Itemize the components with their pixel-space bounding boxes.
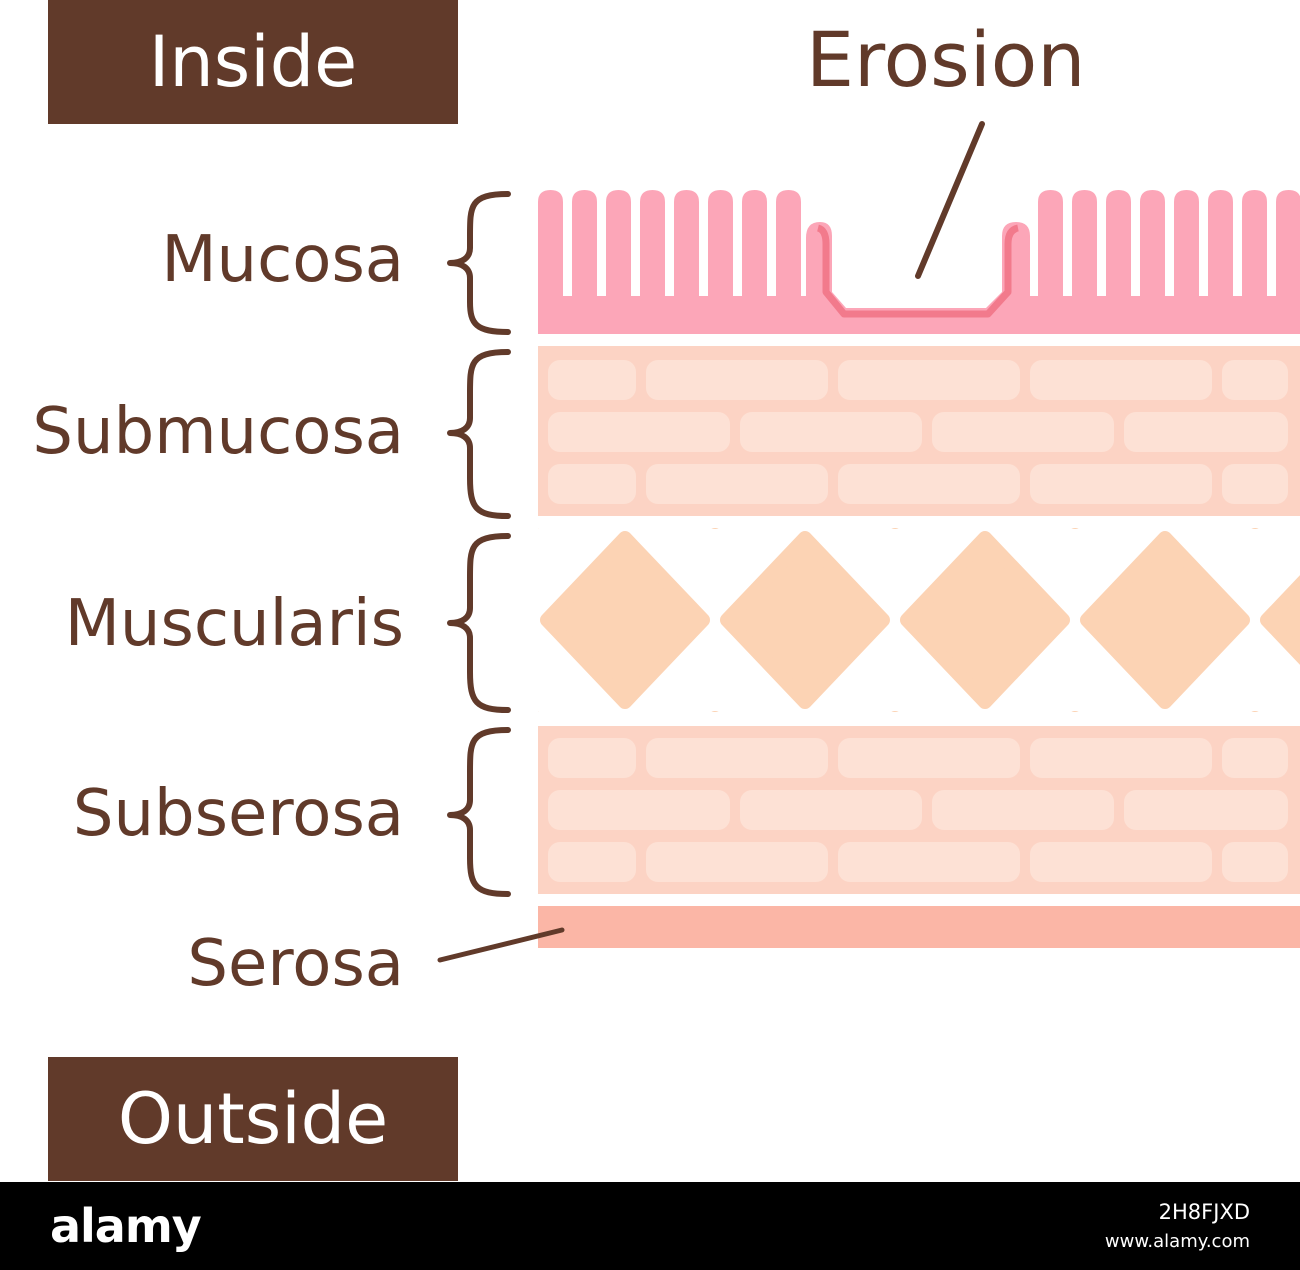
- erosion-pointer-line: [915, 121, 985, 279]
- tissue-cell: [932, 412, 1114, 452]
- subserosa-label: Subserosa: [72, 777, 404, 851]
- tissue-cell: [646, 738, 828, 778]
- muscularis-cells: [367, 528, 1300, 712]
- tissue-cell: [1030, 842, 1212, 882]
- submucosa-cells: [548, 360, 1288, 504]
- submucosa-layer: [538, 346, 1300, 516]
- tissue-cell: [548, 412, 730, 452]
- muscle-cell: [1260, 575, 1300, 665]
- erosion-edge: [816, 224, 1019, 318]
- outside-label: Outside: [117, 1078, 389, 1160]
- muscularis-brace: [447, 533, 511, 713]
- mucosa-label: Mucosa: [161, 223, 404, 297]
- footer-site: www.alamy.com: [1104, 1231, 1250, 1253]
- serosa-label: Serosa: [187, 927, 404, 1001]
- layer-braces: [447, 191, 511, 897]
- serosa-layer: [538, 906, 1300, 948]
- inside-tag: Inside: [48, 0, 458, 124]
- tissue-cell: [1222, 360, 1288, 400]
- tissue-cell: [1030, 738, 1212, 778]
- tissue-cell: [838, 738, 1020, 778]
- subserosa-layer: [538, 726, 1300, 894]
- tissue-cell: [1222, 842, 1288, 882]
- tissue-cell: [548, 360, 636, 400]
- muscle-cell: [900, 531, 1070, 709]
- mucosa-shape: [538, 190, 1300, 334]
- tissue-cell: [646, 360, 828, 400]
- footer-bar: alamy 2H8FJXD www.alamy.com: [0, 1182, 1300, 1270]
- tissue-cell: [1030, 464, 1212, 504]
- muscle-cell: [1080, 531, 1250, 709]
- footer-image-id: 2H8FJXD: [1158, 1199, 1250, 1224]
- tissue-cell: [838, 360, 1020, 400]
- tissue-cell: [1124, 790, 1288, 830]
- serosa-pointer-line: [437, 927, 565, 963]
- tissue-cell: [1124, 412, 1288, 452]
- subserosa-cells: [548, 738, 1288, 882]
- muscle-cell: [720, 531, 890, 709]
- muscularis-label: Muscularis: [64, 587, 404, 661]
- tissue-cell: [646, 464, 828, 504]
- tissue-cell: [838, 842, 1020, 882]
- tissue-cell: [548, 738, 636, 778]
- tissue-cell: [646, 842, 828, 882]
- inside-label: Inside: [148, 21, 358, 103]
- tissue-cell: [740, 412, 922, 452]
- tissue-cell: [838, 464, 1020, 504]
- submucosa-label: Submucosa: [32, 395, 404, 469]
- tissue-cell: [1222, 464, 1288, 504]
- outside-tag: Outside: [48, 1057, 458, 1181]
- subserosa-brace: [447, 727, 511, 897]
- mucosa-brace: [447, 191, 511, 335]
- tissue-cell: [548, 790, 730, 830]
- muscularis-layer: [367, 528, 1300, 712]
- tissue-diagram: [367, 121, 1300, 963]
- footer-logo: alamy: [50, 1199, 202, 1253]
- erosion-title: Erosion: [806, 15, 1086, 104]
- tissue-cell: [1030, 360, 1212, 400]
- tissue-cell: [932, 790, 1114, 830]
- footer-info: 2H8FJXD www.alamy.com: [1105, 1197, 1250, 1256]
- mucosa-layer: [538, 190, 1300, 334]
- muscle-cell: [540, 531, 710, 709]
- tissue-cell: [1222, 738, 1288, 778]
- submucosa-brace: [447, 349, 511, 519]
- tissue-cell: [740, 790, 922, 830]
- tissue-cell: [548, 464, 636, 504]
- muscle-cell: [367, 538, 523, 702]
- tissue-cell: [548, 842, 636, 882]
